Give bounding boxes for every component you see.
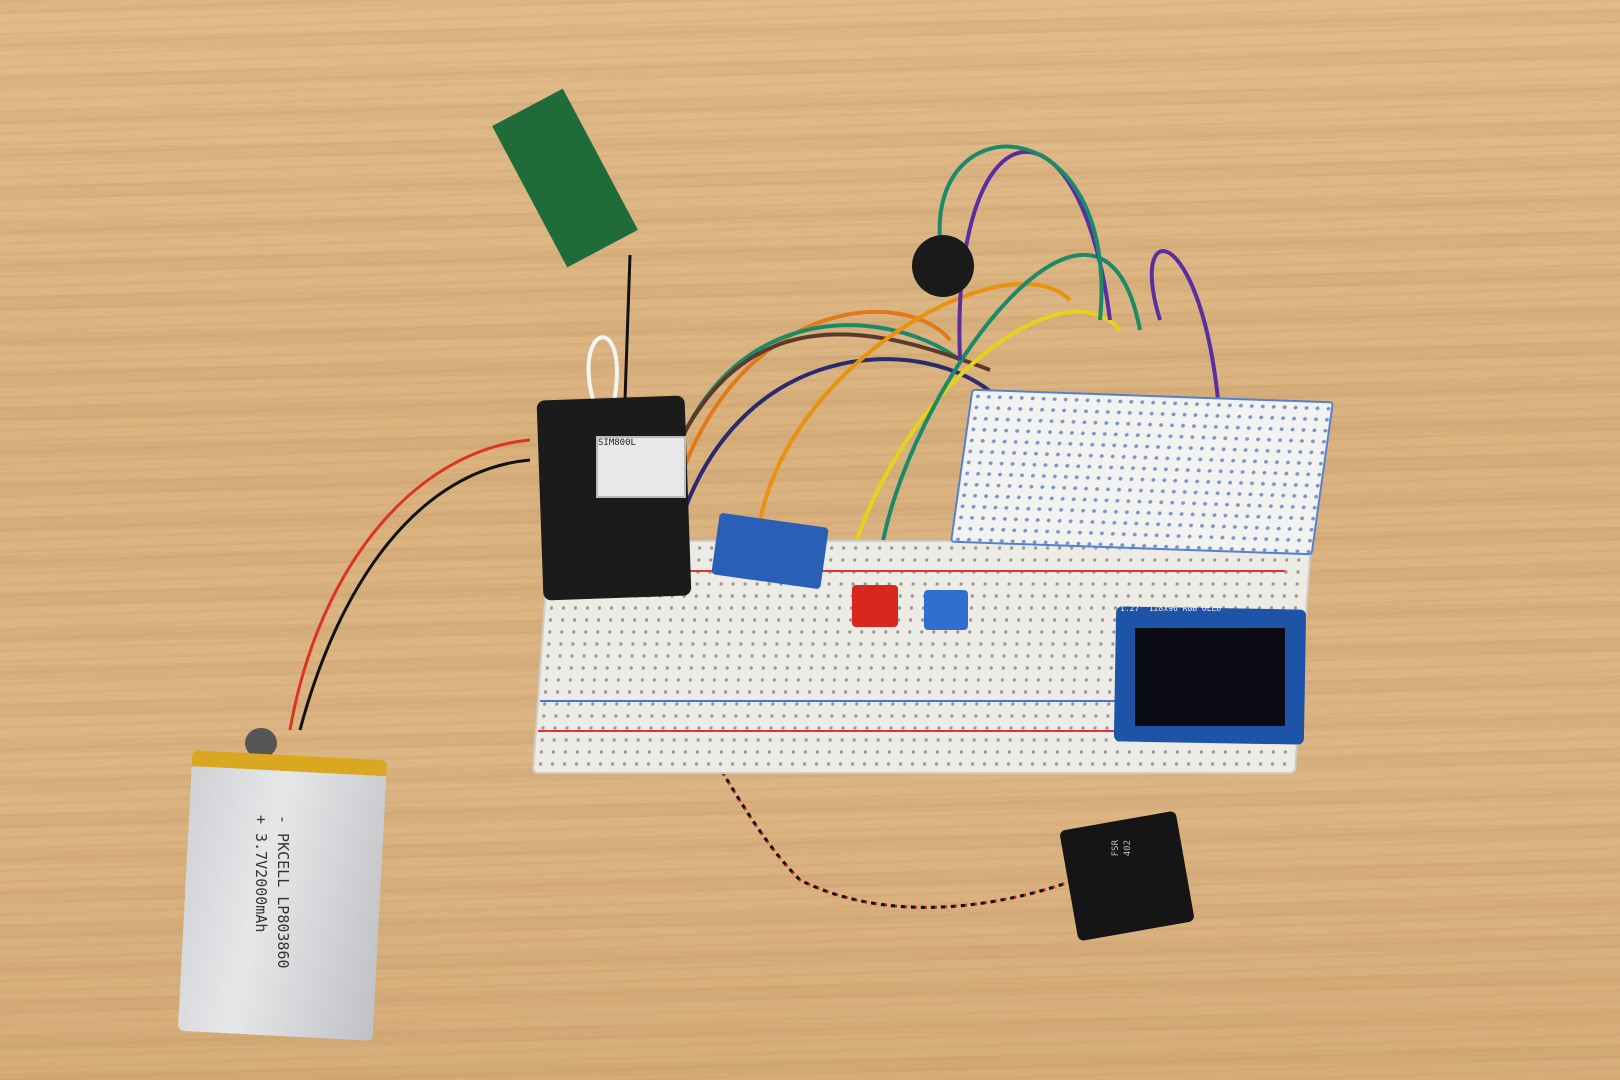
power-rail-red-bottom — [538, 730, 1298, 732]
fsr-label-line2: 402 — [1123, 840, 1133, 857]
fsr-label-line1: FSR — [1111, 840, 1121, 857]
oled-label: 1.27" 128x96 RGB OLED — [1120, 604, 1222, 613]
ground-rail-blue — [540, 700, 1290, 702]
oled-screen — [1135, 628, 1285, 726]
fona-gsm-board — [536, 395, 692, 601]
battery-label-line1: - PKCELL LP803860 — [274, 815, 292, 969]
fsr-label: FSR 402 — [1110, 840, 1134, 856]
power-rail-red — [545, 570, 1285, 572]
sim800l-label: SIM800L — [598, 438, 636, 448]
force-sensor-pad — [1059, 810, 1195, 942]
battery-label-line2: + 3.7V2000mAh — [252, 815, 270, 933]
blue-tactile-button — [924, 590, 968, 630]
perma-protoboard — [950, 388, 1334, 556]
battery-label: - PKCELL LP803860 + 3.7V2000mAh — [250, 815, 294, 969]
red-tactile-button — [852, 585, 898, 627]
sim800l-module: SIM800L — [596, 436, 686, 498]
rotary-encoder-knob — [912, 235, 974, 297]
